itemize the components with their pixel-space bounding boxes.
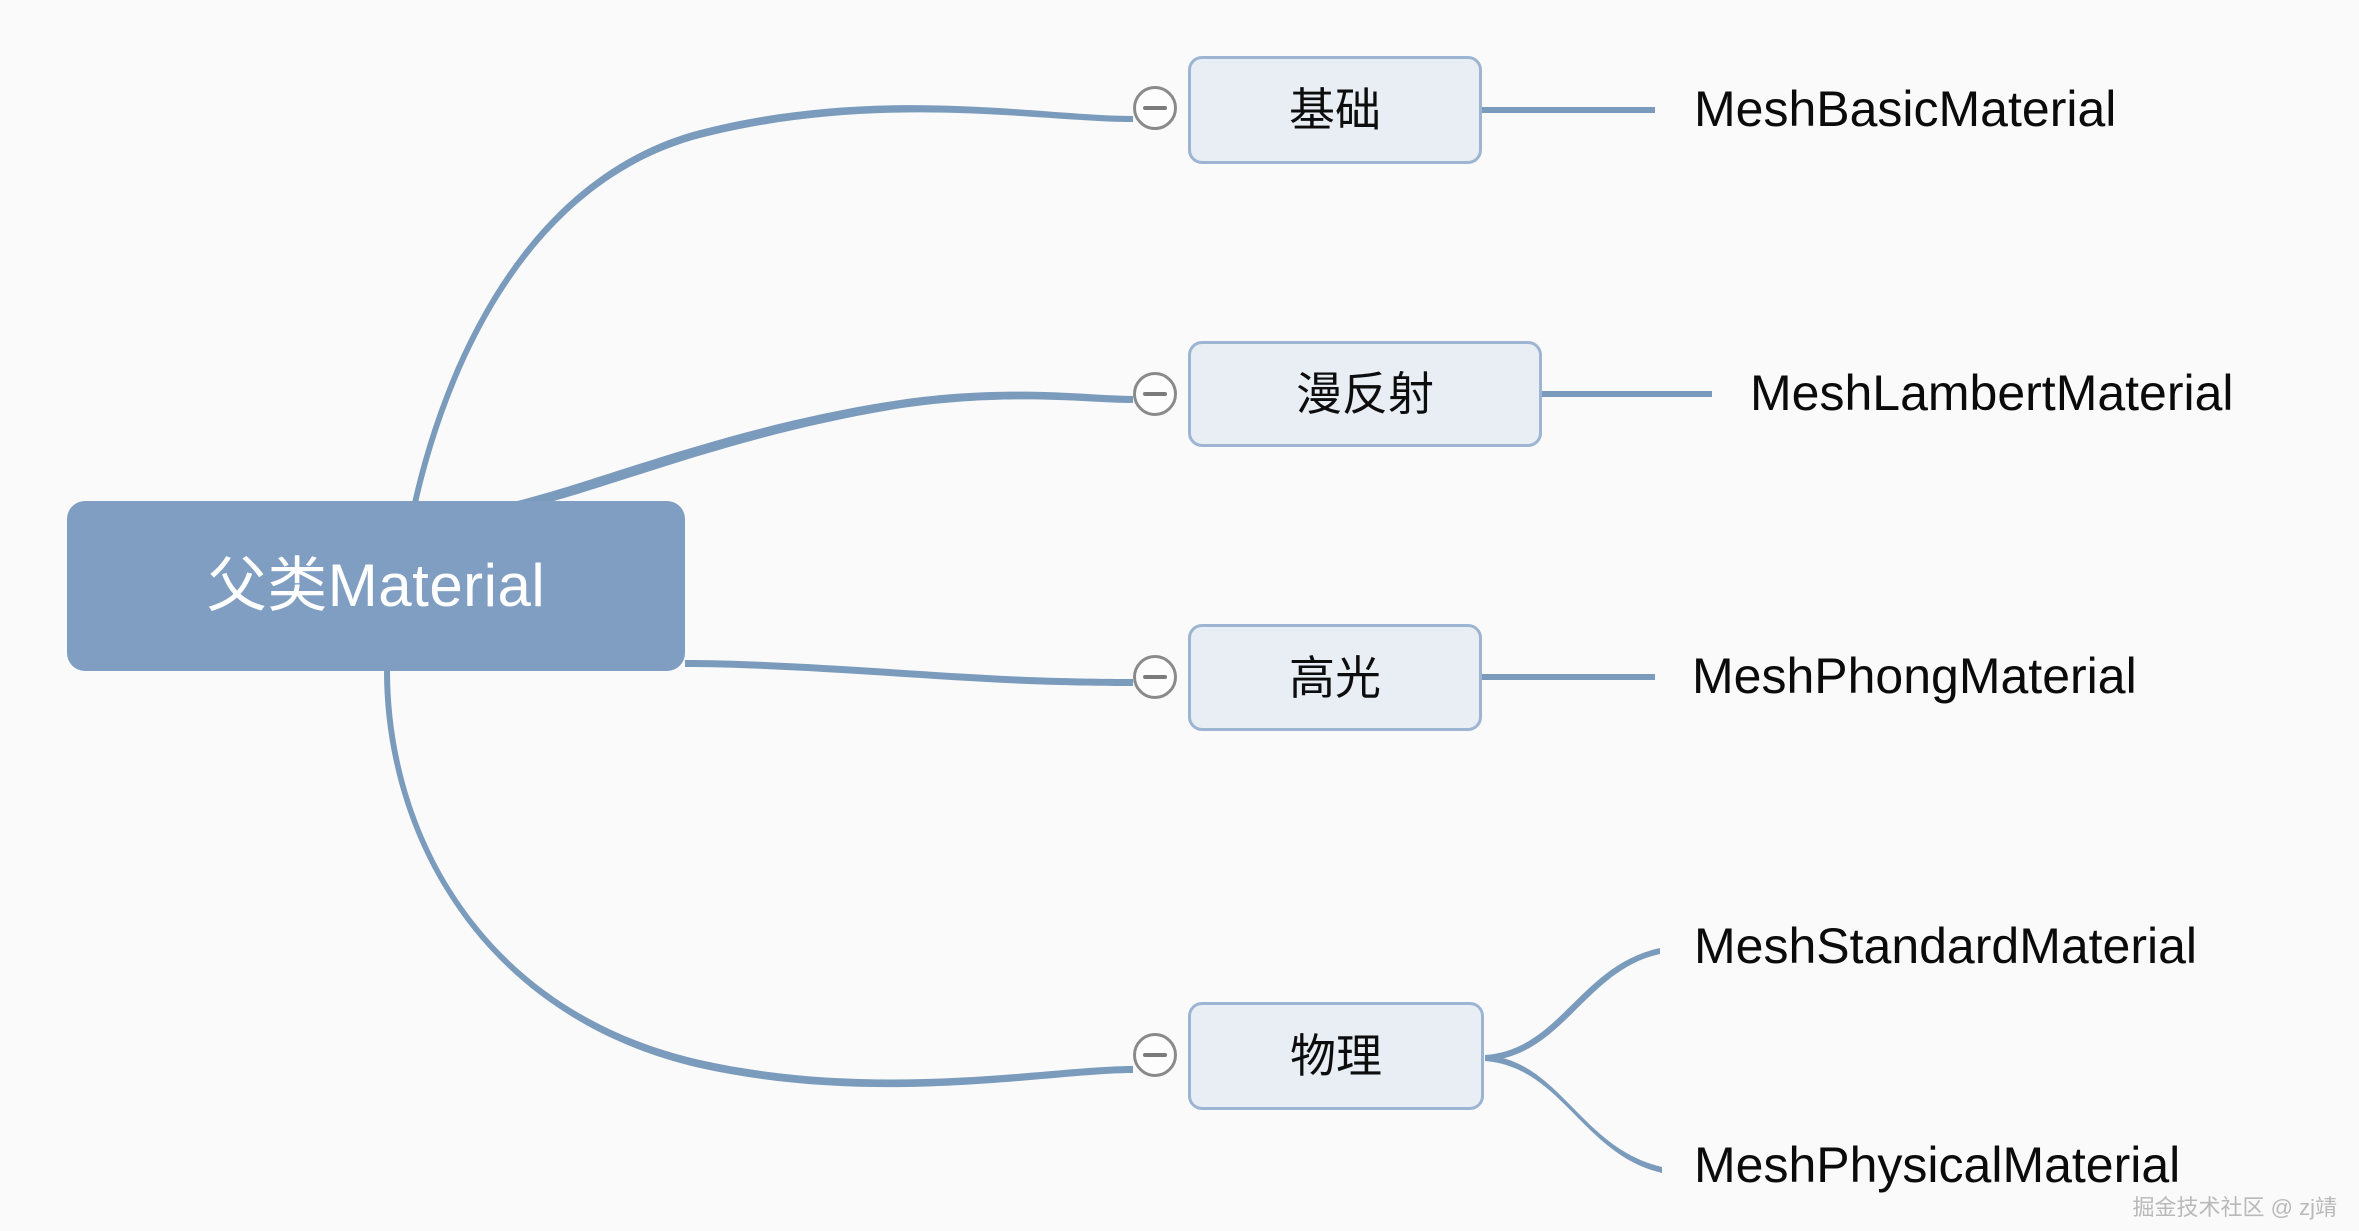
leaf-label-meshstandardmaterial[interactable]: MeshStandardMaterial xyxy=(1694,918,2198,974)
watermark: 掘金技术社区 @ zj靖 xyxy=(2132,1195,2337,1220)
minus-circle-icon xyxy=(1143,675,1167,679)
leaf-label-meshbasicmaterial[interactable]: MeshBasicMaterial xyxy=(1694,81,2117,137)
minus-circle-icon xyxy=(1143,1053,1167,1057)
minus-circle-icon xyxy=(1143,392,1167,396)
branch-node-basic[interactable]: 基础 xyxy=(1188,56,1482,164)
collapse-toggle-physical[interactable] xyxy=(1133,1033,1177,1077)
connector-root-to-physical xyxy=(384,671,1133,1088)
root-node[interactable]: 父类Material xyxy=(67,501,685,671)
connector-root-to-specular xyxy=(685,660,1133,686)
branch-node-basic-label: 基础 xyxy=(1289,84,1381,136)
connector-root-to-diffuse xyxy=(470,391,1133,518)
collapse-toggle-basic[interactable] xyxy=(1133,86,1177,130)
connector-physical-to-meshphysical xyxy=(1485,1055,1662,1173)
branch-node-diffuse[interactable]: 漫反射 xyxy=(1188,341,1542,447)
branch-node-specular[interactable]: 高光 xyxy=(1188,624,1482,731)
connector-physical-to-meshstandard xyxy=(1485,948,1660,1061)
leaf-label-meshlambertmaterial[interactable]: MeshLambertMaterial xyxy=(1750,365,2234,421)
collapse-toggle-diffuse[interactable] xyxy=(1133,372,1177,416)
branch-node-specular-label: 高光 xyxy=(1289,651,1381,704)
collapse-toggle-specular[interactable] xyxy=(1133,655,1177,699)
branch-node-physical[interactable]: 物理 xyxy=(1188,1002,1484,1110)
branch-node-physical-label: 物理 xyxy=(1290,1030,1382,1082)
minus-circle-icon xyxy=(1143,106,1167,110)
leaf-label-meshphongmaterial[interactable]: MeshPhongMaterial xyxy=(1692,648,2137,704)
leaf-label-meshphysicalmaterial[interactable]: MeshPhysicalMaterial xyxy=(1694,1137,2181,1193)
root-node-label: 父类Material xyxy=(206,552,546,619)
branch-node-diffuse-label: 漫反射 xyxy=(1296,368,1434,420)
